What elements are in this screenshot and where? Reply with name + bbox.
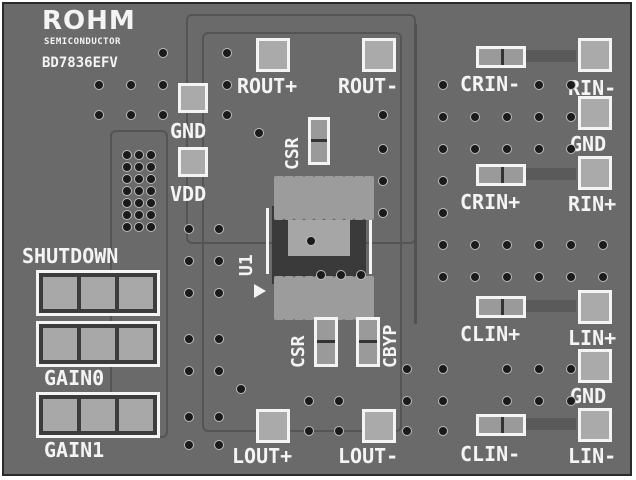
csr-top-component[interactable]: [308, 117, 330, 165]
csr-bottom-component[interactable]: [314, 317, 338, 367]
rout-plus-label: ROUT+: [237, 74, 298, 98]
crin-minus-label: CRIN-: [460, 72, 521, 96]
lout-minus-label: LOUT-: [338, 444, 399, 468]
lin-plus-pad[interactable]: [578, 290, 612, 324]
clin-minus-trace: [526, 418, 576, 430]
shutdown-jumper[interactable]: [36, 270, 160, 316]
csr-bottom-label: CSR: [288, 335, 309, 368]
pin1-marker-icon: [254, 284, 266, 298]
lout-minus-pad[interactable]: [362, 409, 396, 443]
cbyp-label: CBYP: [380, 324, 401, 368]
lin-minus-pad[interactable]: [578, 408, 612, 442]
clin-plus-cap[interactable]: [476, 296, 526, 318]
lin-plus-label: LIN+: [568, 326, 617, 350]
rout-minus-label: ROUT-: [338, 74, 399, 98]
semiconductor-text: SEMICONDUCTOR: [44, 37, 121, 47]
clin-plus-label: CLIN+: [460, 322, 521, 346]
clin-minus-label: CLIN-: [460, 442, 521, 466]
gain1-label: GAIN1: [44, 438, 105, 462]
pcb-board: ROHM SEMICONDUCTOR BD7836EFV GND VDD ROU…: [2, 2, 632, 476]
csr-top-label: CSR: [282, 137, 303, 170]
rin-minus-label: RIN-: [568, 76, 617, 100]
vdd-label: VDD: [170, 182, 207, 206]
lin-minus-label: LIN-: [568, 444, 617, 468]
gnd-right-bottom-label: GND: [570, 384, 607, 408]
shutdown-label: SHUTDOWN: [22, 244, 119, 268]
gnd-right-top-label: GND: [570, 132, 607, 156]
gnd-right-top-pad[interactable]: [578, 96, 612, 130]
gnd-left-pad[interactable]: [178, 83, 208, 113]
gain0-jumper[interactable]: [36, 321, 160, 367]
gnd-right-bottom-pad[interactable]: [578, 349, 612, 383]
gain1-jumper[interactable]: [36, 392, 160, 438]
rin-plus-pad[interactable]: [578, 156, 612, 190]
rout-plus-pad[interactable]: [256, 38, 290, 72]
crin-plus-cap[interactable]: [476, 164, 526, 186]
lout-plus-label: LOUT+: [232, 444, 293, 468]
trace-right-vertical: [414, 24, 417, 324]
part-number: BD7836EFV: [42, 55, 118, 71]
rout-minus-pad[interactable]: [362, 38, 396, 72]
copper-region-inner: [202, 32, 402, 432]
crin-plus-label: CRIN+: [460, 190, 521, 214]
rin-plus-label: RIN+: [568, 192, 617, 216]
cbyp-component[interactable]: [356, 317, 380, 367]
u1-thermal-pad: [288, 220, 350, 256]
rohm-logo: ROHM: [42, 6, 136, 36]
clin-minus-cap[interactable]: [476, 414, 526, 436]
u1-outline-left: [266, 208, 269, 274]
rin-minus-pad[interactable]: [578, 38, 612, 72]
u1-outline-right: [369, 208, 372, 274]
crin-plus-trace: [526, 168, 576, 180]
vdd-pad[interactable]: [178, 147, 208, 177]
via-array-left: [122, 150, 162, 234]
clin-plus-trace: [526, 300, 576, 312]
u1-label: U1: [236, 254, 257, 276]
gnd-left-label: GND: [170, 119, 207, 143]
lout-plus-pad[interactable]: [256, 409, 290, 443]
crin-minus-trace: [526, 50, 576, 62]
crin-minus-cap[interactable]: [476, 46, 526, 68]
gain0-label: GAIN0: [44, 366, 105, 390]
